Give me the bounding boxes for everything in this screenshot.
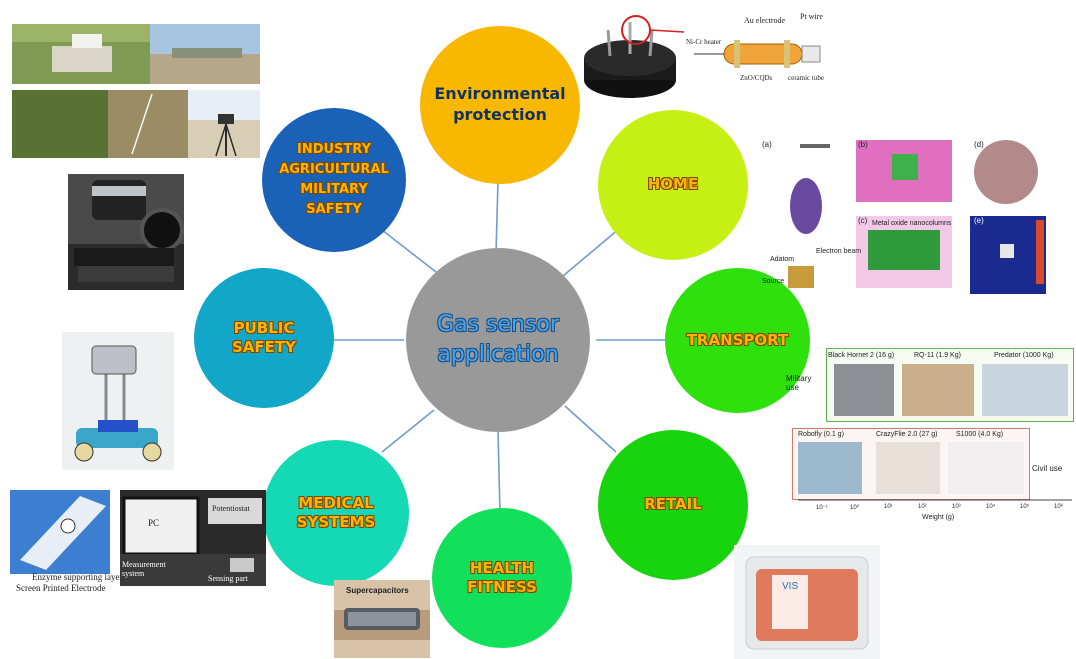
- drone-civil-3: S1000 (4.0 Kg): [956, 431, 1004, 438]
- wristband-label: Supercapacitors: [346, 586, 409, 595]
- node-label-line: MILITARY: [300, 182, 368, 197]
- node-medical-systems: MEDICAL SYSTEMS: [263, 440, 409, 586]
- connector-retail: [564, 405, 617, 453]
- home-panel-label-d: (d): [974, 140, 984, 149]
- center-node: Gas sensor application: [406, 248, 590, 432]
- center-label-line-2: application: [437, 342, 559, 367]
- home-label-nanocolumns: Metal oxide nanocolumns: [872, 220, 952, 227]
- drone-civil-2: CrazyFlie 2.0 (27 g): [876, 431, 938, 438]
- aerial-photo-panel: [12, 24, 260, 158]
- medical-label-electrode: Screen Printed Electrode: [16, 583, 106, 593]
- drone-tick: 10⁴: [986, 504, 996, 510]
- medical-label-sensing: Sensing part: [208, 574, 248, 583]
- home-label-adatom: Adatom: [770, 256, 795, 263]
- node-label-line: PUBLIC: [233, 318, 295, 337]
- node-label-line: FITNESS: [467, 578, 537, 596]
- packaged-meat-photo: VIS: [734, 545, 880, 659]
- home-panel-label-e: (e): [974, 216, 984, 225]
- medical-label-pc: PC: [148, 518, 160, 528]
- home-panel-label-b: (b): [858, 140, 868, 149]
- nanocolumn-figure: (a) (b) (c) (d) (e) Adatom Source Electr…: [760, 136, 1060, 300]
- drone-axis-label: Weight (g): [922, 514, 955, 521]
- drone-military-label: Military use: [786, 374, 812, 392]
- home-label-source: Source: [762, 278, 785, 285]
- drone-military-3: Predator (1000 Kg): [994, 352, 1054, 359]
- sensor-label-heater: Ni-Cr heater: [686, 38, 722, 46]
- node-label-line: SAFETY: [232, 338, 296, 356]
- node-label-line: MEDICAL: [298, 493, 374, 512]
- node-label-line: SAFETY: [306, 202, 362, 218]
- node-label-line: TRANSPORT: [686, 330, 789, 349]
- drone-tick: 10³: [952, 504, 961, 510]
- node-industry: INDUSTRY AGRICULTURAL MILITARY SAFETY: [262, 108, 406, 252]
- aerial-photo-illustration: [12, 24, 260, 158]
- sensor-label-ceramic: ceramic tube: [788, 74, 824, 82]
- drone-tick: 10⁵: [1020, 504, 1030, 510]
- node-label-line: Environmental: [434, 84, 566, 104]
- node-label-line: HEALTH: [469, 558, 535, 577]
- drone-tick: 10⁻¹: [816, 505, 828, 511]
- connector-medical: [381, 409, 435, 453]
- node-label-line: protection: [453, 105, 547, 124]
- drone-tick: 10⁰: [850, 505, 860, 511]
- drone-tick: 10²: [918, 504, 927, 510]
- node-label-line: RETAIL: [644, 495, 702, 514]
- home-panel-label-c: (c): [858, 216, 868, 225]
- drone-tick: 10⁶: [1054, 504, 1064, 510]
- node-label-line: INDUSTRY: [296, 141, 371, 157]
- drone-civil-label: Civil use: [1032, 464, 1063, 473]
- center-label: Gas sensor application: [437, 310, 559, 369]
- drone-military-1: Black Hornet 2 (16 g): [828, 352, 895, 359]
- connector-environmental: [495, 179, 499, 254]
- medical-label-potentiostat: Potentiostat: [212, 504, 250, 513]
- medical-label-enzyme: Enzyme supporting layer: [32, 572, 123, 582]
- home-panel-label-a: (a): [762, 140, 772, 149]
- robot-vehicle-image: [62, 332, 174, 470]
- sensor-label-zno: ZnO/CQDs: [740, 74, 773, 82]
- sensor-label-wire: Pt wire: [800, 12, 823, 21]
- connector-home: [562, 227, 621, 277]
- sensor-tube-diagram: Au electrode Pt wire Ni-Cr heater ZnO/CQ…: [684, 10, 834, 102]
- node-transport: TRANSPORT: [665, 268, 810, 413]
- drone-civil-1: Robofly (0.1 g): [798, 431, 844, 438]
- connector-health: [497, 429, 501, 515]
- center-label-line-1: Gas sensor: [437, 312, 559, 338]
- medical-pc-photo: PC Potentiostat Measurement system Sensi…: [120, 490, 266, 586]
- sensor-base-photo: [580, 10, 684, 102]
- home-label-beam: Electron beam: [816, 248, 862, 255]
- sensor-label-electrode: Au electrode: [744, 16, 786, 25]
- node-health-fitness: HEALTH FITNESS: [432, 508, 572, 648]
- medical-strip-photo: [10, 490, 110, 574]
- medical-label-measurement: Measurement system: [122, 560, 166, 578]
- node-label-line: AGRICULTURAL: [279, 161, 389, 177]
- node-public-safety: PUBLIC SAFETY: [194, 268, 334, 408]
- node-home: HOME: [598, 110, 748, 260]
- node-environmental-protection: Environmental protection: [420, 26, 580, 184]
- drone-military-2: RQ-11 (1.9 Kg): [914, 352, 961, 359]
- meat-label-vis: VIS: [782, 581, 799, 592]
- node-retail: RETAIL: [598, 430, 748, 580]
- drone-figure: Military use Civil use Black Hornet 2 (1…: [786, 348, 1076, 528]
- node-label-line: SYSTEMS: [296, 513, 376, 531]
- instrument-photo: [68, 174, 184, 290]
- drone-tick: 10¹: [884, 504, 893, 510]
- node-label-line: HOME: [647, 175, 699, 194]
- connector-industry: [381, 229, 437, 273]
- wristband-photo: Supercapacitors: [334, 580, 430, 658]
